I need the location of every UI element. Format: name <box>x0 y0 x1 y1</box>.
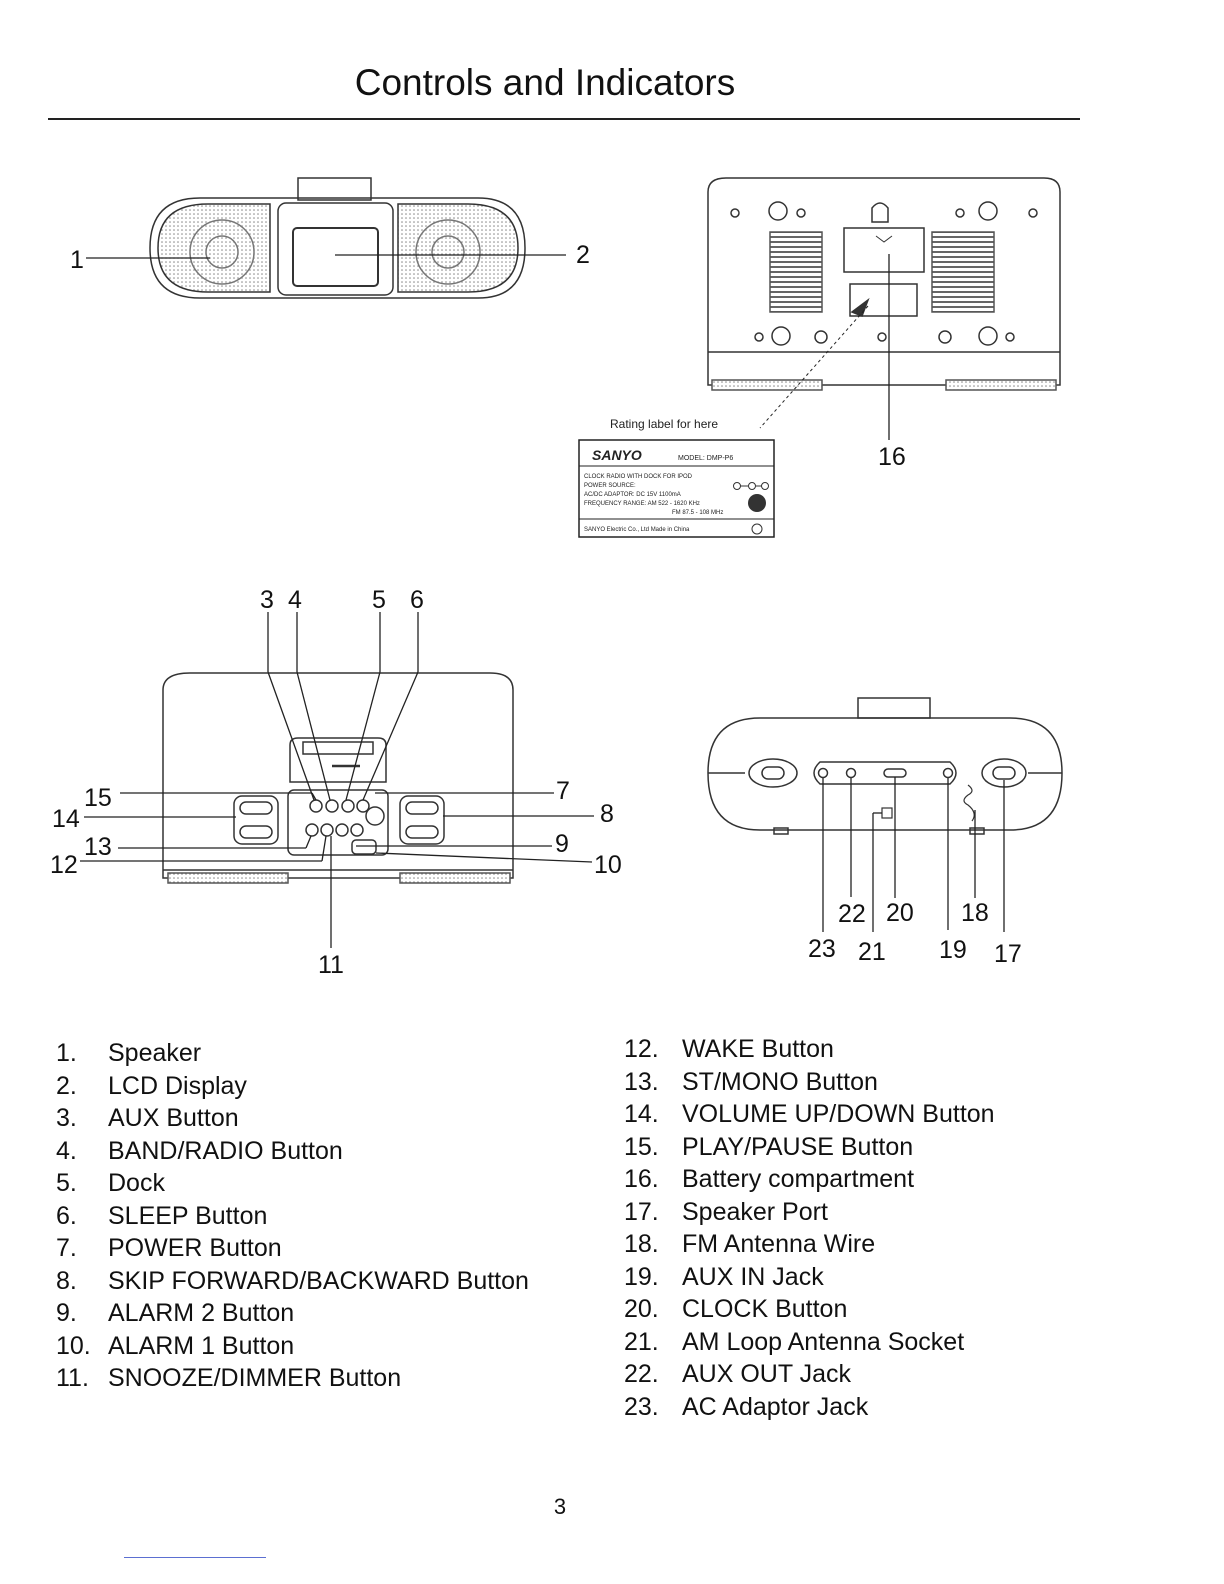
legend-item: 22.AUX OUT Jack <box>624 1360 852 1388</box>
legend-item: 10.ALARM 1 Button <box>56 1331 295 1360</box>
skip-button-pad <box>399 795 445 845</box>
rear-left-port <box>748 758 798 788</box>
rating-label-line-4: FREQUENCY RANGE: AM 522 - 1620 KHz <box>584 501 700 507</box>
fm-antenna-wire <box>963 784 975 822</box>
callout-12: 12 <box>50 851 78 879</box>
speaker-left <box>157 203 271 293</box>
legend-item: 2.LCD Display <box>56 1071 247 1100</box>
callout-3: 3 <box>260 586 274 614</box>
callout-13: 13 <box>84 833 112 861</box>
alarm-1-button <box>351 839 377 855</box>
legend-left: 1.Speaker 2.LCD Display 3.AUX Button 4.B… <box>56 1037 529 1395</box>
callout-6: 6 <box>410 586 424 614</box>
front-view-figure <box>86 177 566 299</box>
legend-item: 17.Speaker Port <box>624 1197 828 1226</box>
rear-body <box>707 717 1063 831</box>
jack-panel <box>813 761 957 785</box>
control-view-figure <box>162 672 514 884</box>
legend-item: 1.Speaker <box>56 1039 202 1067</box>
legend-item: 20.CLOCK Button <box>624 1295 848 1323</box>
callout-19: 19 <box>939 936 967 964</box>
page-number: 3 <box>553 1494 567 1519</box>
legend-item: 11.SNOOZE/DIMMER Button <box>56 1364 402 1392</box>
callout-4: 4 <box>288 586 302 614</box>
rating-label-area <box>849 283 918 317</box>
title-rule <box>48 118 1080 120</box>
legend-item: 3.AUX Button <box>56 1104 239 1132</box>
volume-button-pad <box>233 795 279 845</box>
rating-label-line-5: FM 87.5 - 108 MHz <box>672 510 723 516</box>
button-cluster <box>287 789 389 856</box>
legend-item: 21.AM Loop Antenna Socket <box>624 1327 965 1356</box>
legend-item: 15.PLAY/PAUSE Button <box>624 1132 914 1161</box>
lcd-display <box>292 227 379 287</box>
bottom-view-figure <box>707 177 1061 440</box>
bottom-vent-right <box>931 231 995 313</box>
compliance-mark <box>751 523 763 535</box>
callout-11: 11 <box>318 951 344 979</box>
legend-item: 12.WAKE Button <box>624 1035 834 1063</box>
legend-item: 5.Dock <box>56 1169 165 1197</box>
legend-item: 16.Battery compartment <box>624 1165 915 1193</box>
speaker-right <box>397 203 519 293</box>
front-center-panel <box>277 202 394 296</box>
rating-label-line-2: POWER SOURCE: <box>584 483 636 489</box>
rating-label-line-3: AC/DC ADAPTOR: DC 15V 1100mA <box>584 492 681 498</box>
callout-21: 21 <box>858 938 886 966</box>
legend-item: 23.AC Adaptor Jack <box>624 1392 869 1421</box>
rating-label-model: MODEL: DMP-P6 <box>678 455 733 462</box>
legend-item: 7.POWER Button <box>56 1234 282 1262</box>
legend-item: 6.SLEEP Button <box>56 1201 268 1230</box>
rating-label-line-1: CLOCK RADIO WITH DOCK FOR IPOD <box>584 474 693 480</box>
polarity-symbol <box>733 482 769 490</box>
callout-14: 14 <box>52 805 80 833</box>
dock-cradle <box>289 737 387 783</box>
legend-item: 4.BAND/RADIO Button <box>56 1136 343 1165</box>
rating-label-line-6: SANYO Electric Co., Ltd Made in China <box>584 527 690 533</box>
footer-rule <box>124 1557 266 1558</box>
legend-item: 14.VOLUME UP/DOWN Button <box>624 1100 995 1128</box>
callout-8: 8 <box>600 800 614 828</box>
legend-item: 8.SKIP FORWARD/BACKWARD Button <box>56 1266 529 1295</box>
legend-item: 9.ALARM 2 Button <box>56 1299 295 1327</box>
legend-right: 12.WAKE Button 13.ST/MONO Button 14.VOLU… <box>624 1033 995 1423</box>
callout-15: 15 <box>84 784 112 812</box>
callout-1: 1 <box>70 246 84 274</box>
callout-16: 16 <box>878 443 906 471</box>
callout-9: 9 <box>555 830 569 858</box>
rating-label-note: Rating label for here <box>610 417 718 431</box>
control-body <box>162 672 514 879</box>
diagram-figures: 1 2 16 Rating label for here SANYO MODEL… <box>50 177 1063 979</box>
callout-23: 23 <box>808 935 836 963</box>
bottom-body <box>707 177 1061 386</box>
callout-5: 5 <box>372 586 386 614</box>
bottom-vent-left <box>769 231 823 313</box>
callout-18: 18 <box>961 899 989 927</box>
callout-20: 20 <box>886 899 914 927</box>
rear-view-figure <box>707 697 1063 835</box>
control-leader-lines <box>80 612 594 948</box>
callout-22: 22 <box>838 900 866 928</box>
rear-leader-lines <box>822 777 1005 932</box>
rating-label-brand: SANYO <box>592 447 642 463</box>
front-body <box>149 197 526 299</box>
battery-compartment <box>843 227 925 273</box>
callout-10: 10 <box>594 851 622 879</box>
legend-item: 18.FM Antenna Wire <box>624 1230 876 1258</box>
callout-17: 17 <box>994 940 1022 968</box>
legend-item: 19.AUX IN Jack <box>624 1262 824 1291</box>
rear-dock-top <box>857 697 931 719</box>
callout-7: 7 <box>556 777 570 805</box>
callout-2: 2 <box>576 241 590 269</box>
front-dock-top <box>297 177 372 201</box>
am-antenna-socket <box>881 807 893 819</box>
rating-label: SANYO MODEL: DMP-P6 CLOCK RADIO WITH DOC… <box>578 439 775 538</box>
power-button <box>365 806 385 826</box>
page-title: Controls and Indicators <box>354 62 736 103</box>
legend-item: 13.ST/MONO Button <box>624 1067 878 1096</box>
certification-mark <box>748 494 766 512</box>
